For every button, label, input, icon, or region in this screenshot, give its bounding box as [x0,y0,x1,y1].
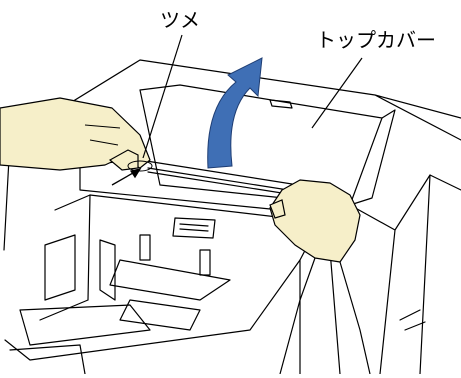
curved-up-arrow-icon [207,57,263,169]
latch-leader-line [142,34,183,159]
latch-label: ツメ [160,8,200,32]
paper-chute [4,194,321,361]
top-cover [139,84,383,206]
right-hand [269,179,371,375]
top-cover-leader-line [311,57,363,129]
top-cover-label: トップカバー [316,28,436,52]
latch-pointer [111,168,142,186]
left-hand [0,97,153,172]
